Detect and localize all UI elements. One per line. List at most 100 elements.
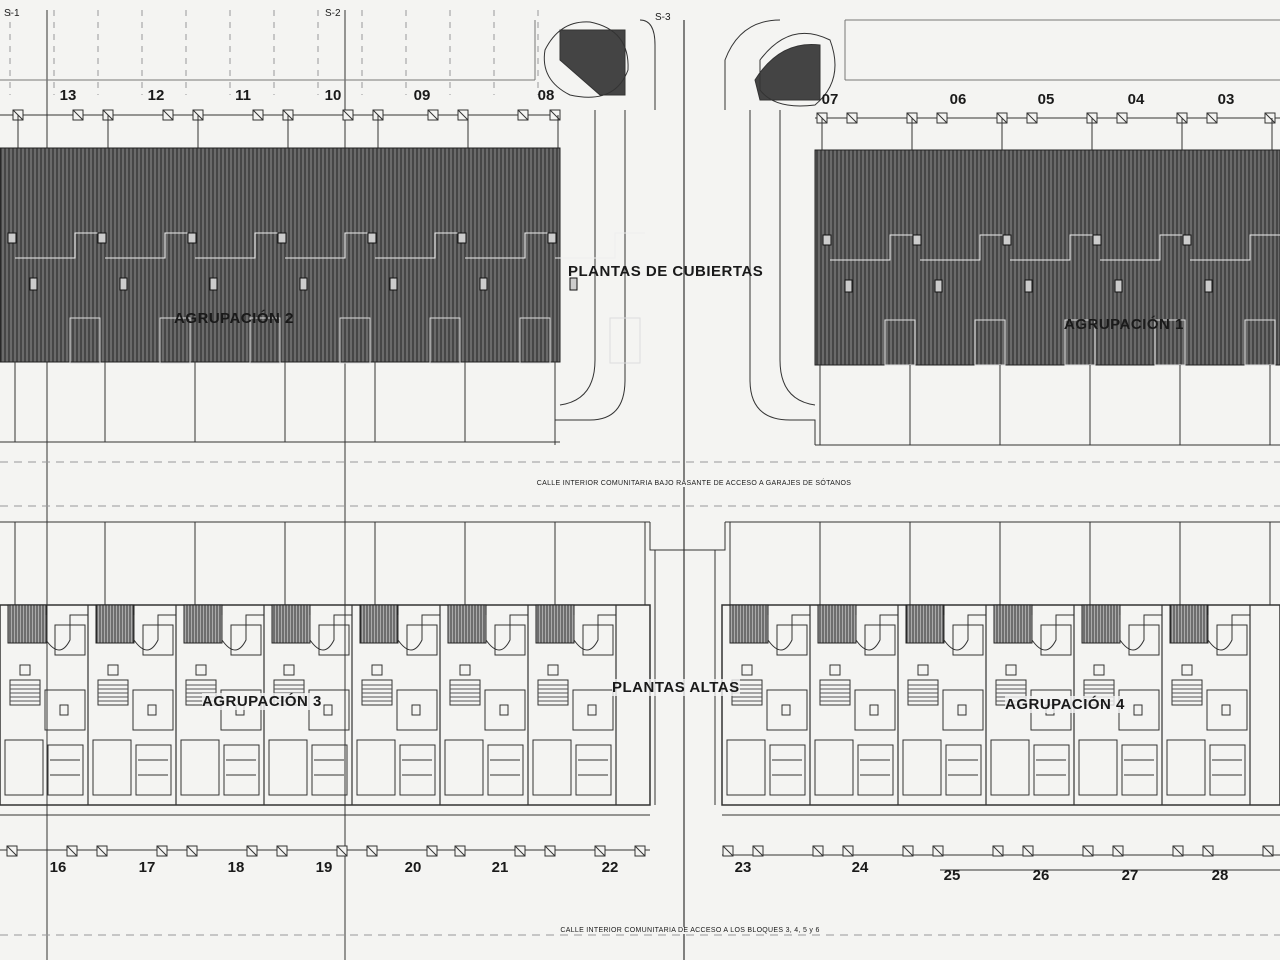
drawing-line bbox=[66, 845, 78, 857]
drawing-line bbox=[366, 845, 378, 857]
drawing-line bbox=[812, 845, 824, 857]
chimney-icon bbox=[1092, 234, 1102, 246]
stair-hatch bbox=[95, 604, 135, 644]
stair-hatch bbox=[183, 604, 223, 644]
room-outline bbox=[1121, 744, 1158, 796]
chimney-icon bbox=[1002, 234, 1012, 246]
drawing-line bbox=[1202, 845, 1214, 857]
drawing-line bbox=[427, 109, 439, 121]
room-outline bbox=[1128, 624, 1160, 656]
lot-number: 24 bbox=[851, 859, 869, 876]
roof-outline bbox=[519, 317, 551, 364]
chimney-icon bbox=[7, 232, 17, 244]
fixture-icon bbox=[829, 664, 841, 676]
stair-hatch bbox=[993, 604, 1033, 644]
chimney-icon bbox=[457, 232, 467, 244]
room-outline bbox=[92, 739, 132, 796]
lot-number: 11 bbox=[235, 87, 251, 104]
wall-line bbox=[943, 614, 986, 651]
chimney-icon bbox=[912, 234, 922, 246]
room-outline bbox=[1206, 689, 1248, 731]
room-outline bbox=[814, 739, 854, 796]
room-outline bbox=[945, 744, 982, 796]
roof-ridge-line bbox=[285, 232, 375, 259]
fixture-icon bbox=[869, 704, 879, 716]
tree-icon bbox=[559, 29, 626, 96]
room-outline bbox=[223, 744, 260, 796]
room-outline bbox=[180, 739, 220, 796]
section-mark-s3: S-3 bbox=[655, 12, 671, 23]
stair-hatch bbox=[7, 604, 47, 644]
roof-outline bbox=[1154, 319, 1186, 366]
chimney-icon bbox=[844, 279, 853, 293]
room-outline bbox=[1118, 689, 1160, 731]
chimney-icon bbox=[1024, 279, 1033, 293]
room-outline bbox=[766, 689, 808, 731]
fixture-icon bbox=[1133, 704, 1143, 716]
drawing-line bbox=[1026, 112, 1038, 124]
wall-line bbox=[767, 614, 810, 651]
room-outline bbox=[726, 739, 766, 796]
lot-number: 19 bbox=[315, 859, 333, 876]
wall-line bbox=[221, 614, 264, 651]
chimney-icon bbox=[277, 232, 287, 244]
lot-number: 04 bbox=[1127, 91, 1145, 108]
fixture-icon bbox=[459, 664, 471, 676]
fixture-icon bbox=[195, 664, 207, 676]
room-outline bbox=[44, 689, 86, 731]
lot-number: 17 bbox=[138, 859, 156, 876]
chimney-icon bbox=[119, 277, 128, 291]
roof-outline bbox=[429, 317, 461, 364]
street-label-block-access: CALLE INTERIOR COMUNITARIA DE ACCESO A L… bbox=[560, 927, 820, 934]
tree-icon bbox=[754, 43, 821, 101]
fixture-icon bbox=[499, 704, 509, 716]
curb-line bbox=[779, 110, 816, 406]
drawing-line bbox=[846, 112, 858, 124]
chimney-icon bbox=[29, 277, 38, 291]
curb-line bbox=[554, 110, 626, 445]
room-outline bbox=[230, 624, 262, 656]
wall-line bbox=[45, 614, 88, 651]
wall-line bbox=[855, 614, 898, 651]
fixture-icon bbox=[411, 704, 421, 716]
wall-line bbox=[573, 614, 616, 651]
room-outline bbox=[952, 624, 984, 656]
group-1-label: AGRUPACIÓN 1 bbox=[1064, 316, 1184, 333]
drawing-line bbox=[517, 109, 529, 121]
room-outline bbox=[942, 689, 984, 731]
curb-line bbox=[724, 19, 781, 110]
chimney-icon bbox=[187, 232, 197, 244]
stair-hatch bbox=[447, 604, 487, 644]
room-outline bbox=[1166, 739, 1206, 796]
roof-block-group-1 bbox=[814, 149, 1280, 366]
tree-icon bbox=[543, 21, 629, 98]
room-outline bbox=[4, 739, 44, 796]
drawing-line bbox=[6, 845, 18, 857]
wall-line bbox=[309, 614, 352, 651]
lot-number: 28 bbox=[1211, 867, 1229, 884]
room-outline bbox=[857, 744, 894, 796]
drawing-line bbox=[426, 845, 438, 857]
roof-ridge-line bbox=[1100, 234, 1190, 261]
wall-line bbox=[1031, 614, 1074, 651]
fixture-icon bbox=[587, 704, 597, 716]
chimney-icon bbox=[479, 277, 488, 291]
drawing-line bbox=[594, 845, 606, 857]
wall-line bbox=[133, 614, 176, 651]
lot-number: 08 bbox=[537, 87, 555, 104]
room-outline bbox=[572, 689, 614, 731]
fixture-icon bbox=[59, 704, 69, 716]
lot-number: 21 bbox=[491, 859, 509, 876]
fixture-icon bbox=[1221, 704, 1231, 716]
stair-hatch bbox=[271, 604, 311, 644]
drawing-line bbox=[932, 845, 944, 857]
stair-hatch bbox=[359, 604, 399, 644]
lot-number: 12 bbox=[147, 87, 165, 104]
section-mark-s2: S-2 bbox=[325, 8, 341, 19]
lot-number: 05 bbox=[1037, 91, 1055, 108]
drawing-line bbox=[1116, 112, 1128, 124]
fixture-icon bbox=[1093, 664, 1105, 676]
roof-ridge-line bbox=[555, 232, 645, 259]
wall-line bbox=[1119, 614, 1162, 651]
